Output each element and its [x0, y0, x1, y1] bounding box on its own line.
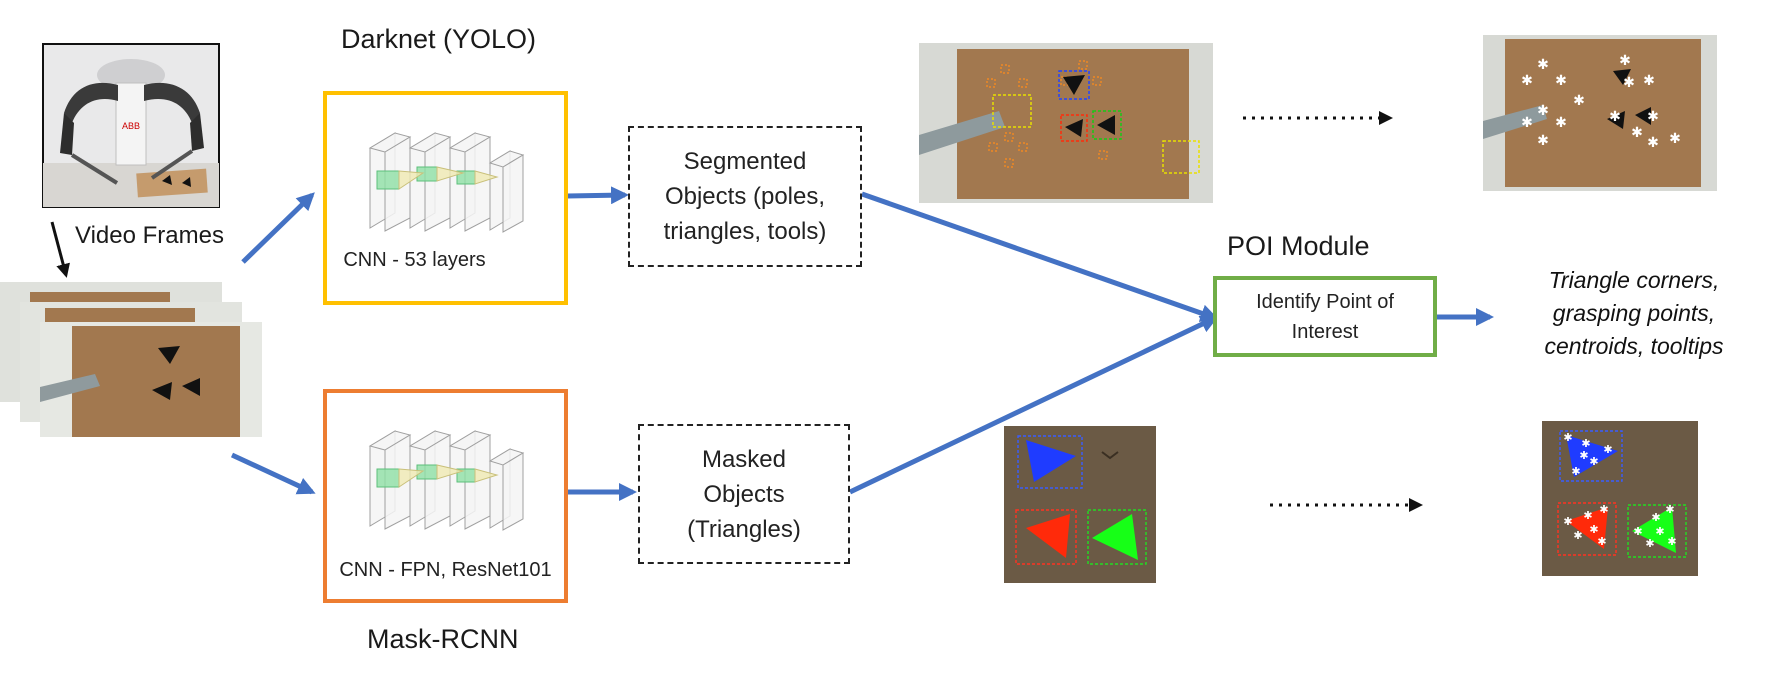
masked-objects-label: Masked Objects (Triangles): [687, 445, 801, 543]
darknet-caption: CNN - 53 layers: [343, 249, 486, 271]
arrow-darknet-to-segmented: [566, 186, 629, 205]
svg-text:✱: ✱: [1655, 525, 1664, 538]
svg-text:✱: ✱: [1521, 115, 1533, 131]
darknet-title: Darknet (YOLO): [341, 24, 537, 54]
segmented-objects-label: Segmented Objects (poles, triangles, too…: [663, 148, 827, 245]
svg-text:✱: ✱: [1581, 437, 1590, 450]
svg-text:✱: ✱: [1555, 73, 1567, 89]
star-marker-group: ✱✱✱ ✱✱✱ ✱✱✱ ✱✱✱ ✱✱✱ ✱✱✱: [1563, 431, 1676, 550]
darknet-box: CNN - 53 layers: [323, 91, 568, 305]
masked-triangles-photo: [1004, 426, 1156, 583]
maskrcnn-box: CNN - FPN, ResNet101: [323, 389, 568, 603]
svg-text:✱: ✱: [1599, 503, 1608, 516]
svg-text:✱: ✱: [1667, 535, 1676, 548]
svg-text:✱: ✱: [1669, 131, 1681, 147]
svg-text:✱: ✱: [1537, 133, 1549, 149]
segmented-objects-box: Segmented Objects (poles, triangles, too…: [628, 126, 862, 267]
maskrcnn-caption: CNN - FPN, ResNet101: [339, 559, 552, 581]
robot-photo: ABB: [42, 43, 220, 208]
maskrcnn-title: Mask-RCNN: [367, 624, 519, 654]
svg-text:✱: ✱: [1643, 73, 1655, 89]
svg-text:✱: ✱: [1537, 57, 1549, 73]
svg-text:✱: ✱: [1555, 115, 1567, 131]
video-frame-front: [40, 322, 262, 437]
svg-text:✱: ✱: [1589, 455, 1598, 468]
svg-text:✱: ✱: [1647, 135, 1659, 151]
svg-text:✱: ✱: [1579, 449, 1588, 462]
arrow-video-frames-down: [50, 221, 70, 278]
svg-text:✱: ✱: [1633, 525, 1642, 538]
arrow-masked-to-poi: [848, 315, 1219, 495]
svg-text:✱: ✱: [1563, 515, 1572, 528]
svg-text:✱: ✱: [1647, 109, 1659, 125]
svg-text:✱: ✱: [1609, 109, 1621, 125]
svg-text:✱: ✱: [1623, 75, 1635, 91]
svg-text:✱: ✱: [1631, 125, 1643, 141]
cnn-layer-stack-icon: [368, 430, 525, 531]
video-frames-label: Video Frames: [75, 222, 224, 249]
svg-text:✱: ✱: [1563, 431, 1572, 444]
poi-result-photo: ✱✱✱ ✱✱✱ ✱✱ ✱✱✱ ✱✱✱ ✱✱: [1483, 35, 1717, 191]
svg-text:✱: ✱: [1573, 93, 1585, 109]
svg-text:✱: ✱: [1521, 73, 1533, 89]
svg-text:✱: ✱: [1597, 535, 1606, 548]
svg-text:✱: ✱: [1651, 511, 1660, 524]
svg-text:✱: ✱: [1665, 503, 1674, 516]
svg-text:✱: ✱: [1537, 103, 1549, 119]
svg-text:✱: ✱: [1583, 509, 1592, 522]
svg-text:✱: ✱: [1603, 443, 1612, 456]
svg-text:✱: ✱: [1589, 523, 1598, 536]
cnn-layer-stack-icon: [368, 132, 525, 233]
svg-text:✱: ✱: [1573, 529, 1582, 542]
arrow-segmented-to-poi: [861, 191, 1219, 322]
svg-text:✱: ✱: [1645, 537, 1654, 550]
masked-poi-photo: ✱✱✱ ✱✱✱ ✱✱✱ ✱✱✱ ✱✱✱ ✱✱✱: [1542, 421, 1698, 576]
arrow-frames-to-darknet: [241, 192, 315, 264]
svg-text:✱: ✱: [1619, 53, 1631, 69]
poi-label: Identify Point of Interest: [1256, 290, 1394, 343]
poi-box: Identify Point of Interest: [1213, 276, 1437, 357]
abb-logo: ABB: [122, 121, 140, 131]
masked-objects-box: Masked Objects (Triangles): [638, 424, 850, 564]
svg-text:✱: ✱: [1571, 465, 1580, 478]
arrow-frames-to-maskrcnn: [230, 452, 316, 495]
output-label: Triangle corners, grasping points, centr…: [1544, 267, 1724, 359]
poi-title: POI Module: [1227, 231, 1370, 261]
yolo-detection-photo: [919, 43, 1213, 203]
video-frames-stack: [0, 282, 262, 437]
star-marker-group: ✱✱✱ ✱✱✱ ✱✱ ✱✱✱ ✱✱✱ ✱✱: [1521, 53, 1681, 151]
